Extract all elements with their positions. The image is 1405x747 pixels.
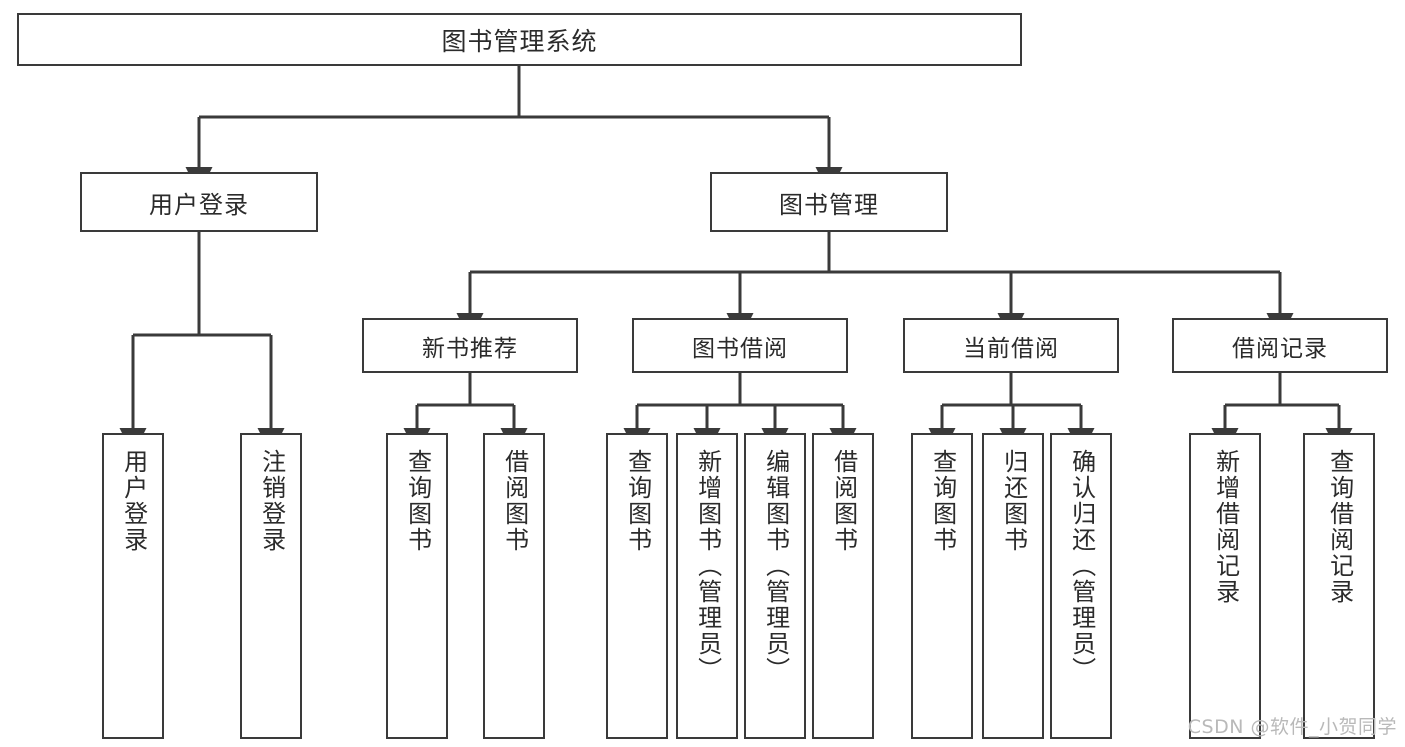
node-level1-0-label: 用户登录 xyxy=(149,190,249,219)
node-leaf-4[interactable]: 查询图书 xyxy=(606,433,668,739)
node-leaf-7-label: 借阅图书 xyxy=(829,449,858,553)
node-leaf-7[interactable]: 借阅图书 xyxy=(812,433,874,739)
node-level2-0[interactable]: 新书推荐 xyxy=(362,318,578,373)
node-leaf-6-label: 编辑图书（管理员） xyxy=(761,449,790,683)
node-leaf-12-label: 查询借阅记录 xyxy=(1325,449,1354,605)
node-leaf-10[interactable]: 确认归还（管理员） xyxy=(1050,433,1112,739)
node-leaf-6[interactable]: 编辑图书（管理员） xyxy=(744,433,806,739)
node-root[interactable]: 图书管理系统 xyxy=(17,13,1022,66)
node-leaf-9-label: 归还图书 xyxy=(999,449,1028,553)
node-leaf-5-label: 新增图书（管理员） xyxy=(693,449,722,683)
node-level2-1-label: 图书借阅 xyxy=(692,335,788,362)
node-leaf-2-label: 查询图书 xyxy=(403,449,432,553)
node-leaf-8-label: 查询图书 xyxy=(928,449,957,553)
node-level1-1[interactable]: 图书管理 xyxy=(710,172,948,232)
node-leaf-3[interactable]: 借阅图书 xyxy=(483,433,545,739)
node-leaf-0[interactable]: 用户登录 xyxy=(102,433,164,739)
node-leaf-3-label: 借阅图书 xyxy=(500,449,529,553)
node-leaf-4-label: 查询图书 xyxy=(623,449,652,553)
node-leaf-11-label: 新增借阅记录 xyxy=(1211,449,1240,605)
node-leaf-8[interactable]: 查询图书 xyxy=(911,433,973,739)
node-leaf-5[interactable]: 新增图书（管理员） xyxy=(676,433,738,739)
node-level2-1[interactable]: 图书借阅 xyxy=(632,318,848,373)
node-leaf-1[interactable]: 注销登录 xyxy=(240,433,302,739)
node-level1-1-label: 图书管理 xyxy=(779,190,879,219)
node-level2-3-label: 借阅记录 xyxy=(1232,335,1328,362)
node-leaf-1-label: 注销登录 xyxy=(257,449,286,553)
node-leaf-10-label: 确认归还（管理员） xyxy=(1067,449,1096,683)
node-leaf-11[interactable]: 新增借阅记录 xyxy=(1189,433,1261,739)
node-leaf-9[interactable]: 归还图书 xyxy=(982,433,1044,739)
node-level2-2-label: 当前借阅 xyxy=(963,335,1059,362)
node-leaf-0-label: 用户登录 xyxy=(119,449,148,553)
node-level1-0[interactable]: 用户登录 xyxy=(80,172,318,232)
node-level2-3[interactable]: 借阅记录 xyxy=(1172,318,1388,373)
node-level2-2[interactable]: 当前借阅 xyxy=(903,318,1119,373)
node-leaf-12[interactable]: 查询借阅记录 xyxy=(1303,433,1375,739)
node-root-label: 图书管理系统 xyxy=(441,26,598,56)
node-leaf-2[interactable]: 查询图书 xyxy=(386,433,448,739)
node-level2-0-label: 新书推荐 xyxy=(422,335,518,362)
